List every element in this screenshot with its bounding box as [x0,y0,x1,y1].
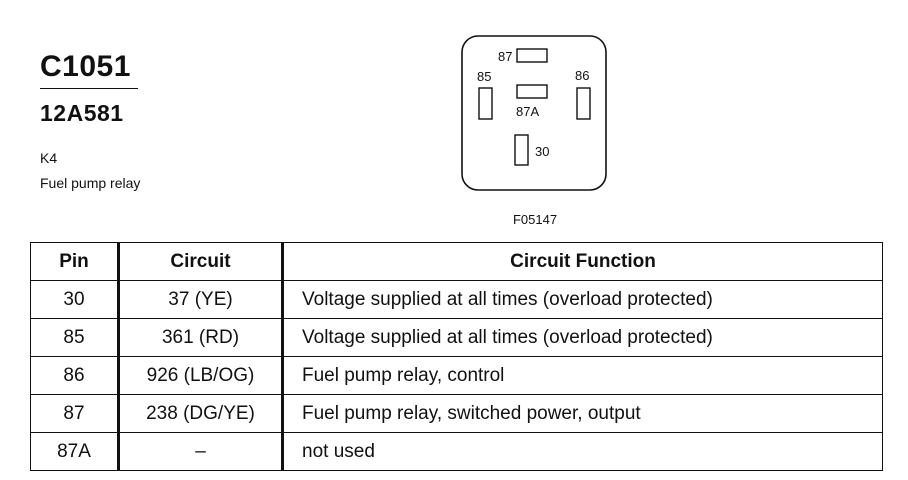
table-row: 87A – not used [30,432,883,471]
circuit-cell: 238 (DG/YE) [118,394,284,433]
figure-id: F05147 [512,212,558,227]
pin-cell: 30 [30,280,120,319]
function-cell: Fuel pump relay, switched power, output [282,394,883,433]
component-name: Fuel pump relay [40,175,141,191]
table-header-row: Pin Circuit Circuit Function [30,242,883,281]
function-cell: not used [282,432,883,471]
table-row: 87 238 (DG/YE) Fuel pump relay, switched… [30,394,883,433]
table-row: 86 926 (LB/OG) Fuel pump relay, control [30,356,883,395]
pin-cell: 87 [30,394,120,433]
pin-function-table: Pin Circuit Circuit Function 30 37 (YE) … [30,242,883,471]
pin-87a-label: 87A [516,104,539,119]
table-row: 30 37 (YE) Voltage supplied at all times… [30,280,883,319]
circuit-cell: 37 (YE) [118,280,284,319]
title-underline [40,88,138,89]
pin-cell: 87A [30,432,120,471]
pin-86-label: 86 [575,68,589,83]
pin-85-terminal [478,87,493,120]
component-code: K4 [40,150,58,166]
relay-outline [461,35,607,191]
pin-87-label: 87 [498,49,512,64]
header-circuit-function: Circuit Function [282,242,883,281]
function-cell: Voltage supplied at all times (overload … [282,318,883,357]
pin-87a-terminal [516,84,548,99]
pin-30-terminal [514,134,529,166]
circuit-cell: – [118,432,284,471]
function-cell: Fuel pump relay, control [282,356,883,395]
pin-cell: 85 [30,318,120,357]
function-cell: Voltage supplied at all times (overload … [282,280,883,319]
header-pin: Pin [30,242,120,281]
pin-86-terminal [576,87,591,120]
circuit-cell: 926 (LB/OG) [118,356,284,395]
pin-87-terminal [516,48,548,63]
pin-30-label: 30 [535,144,549,159]
pin-cell: 86 [30,356,120,395]
part-number: 12A581 [40,100,124,126]
table-row: 85 361 (RD) Voltage supplied at all time… [30,318,883,357]
circuit-cell: 361 (RD) [118,318,284,357]
header-circuit: Circuit [118,242,284,281]
connector-id: C1051 [40,50,131,83]
pin-85-label: 85 [477,69,491,84]
relay-pinout-diagram: 87 85 86 87A 30 [461,35,607,191]
